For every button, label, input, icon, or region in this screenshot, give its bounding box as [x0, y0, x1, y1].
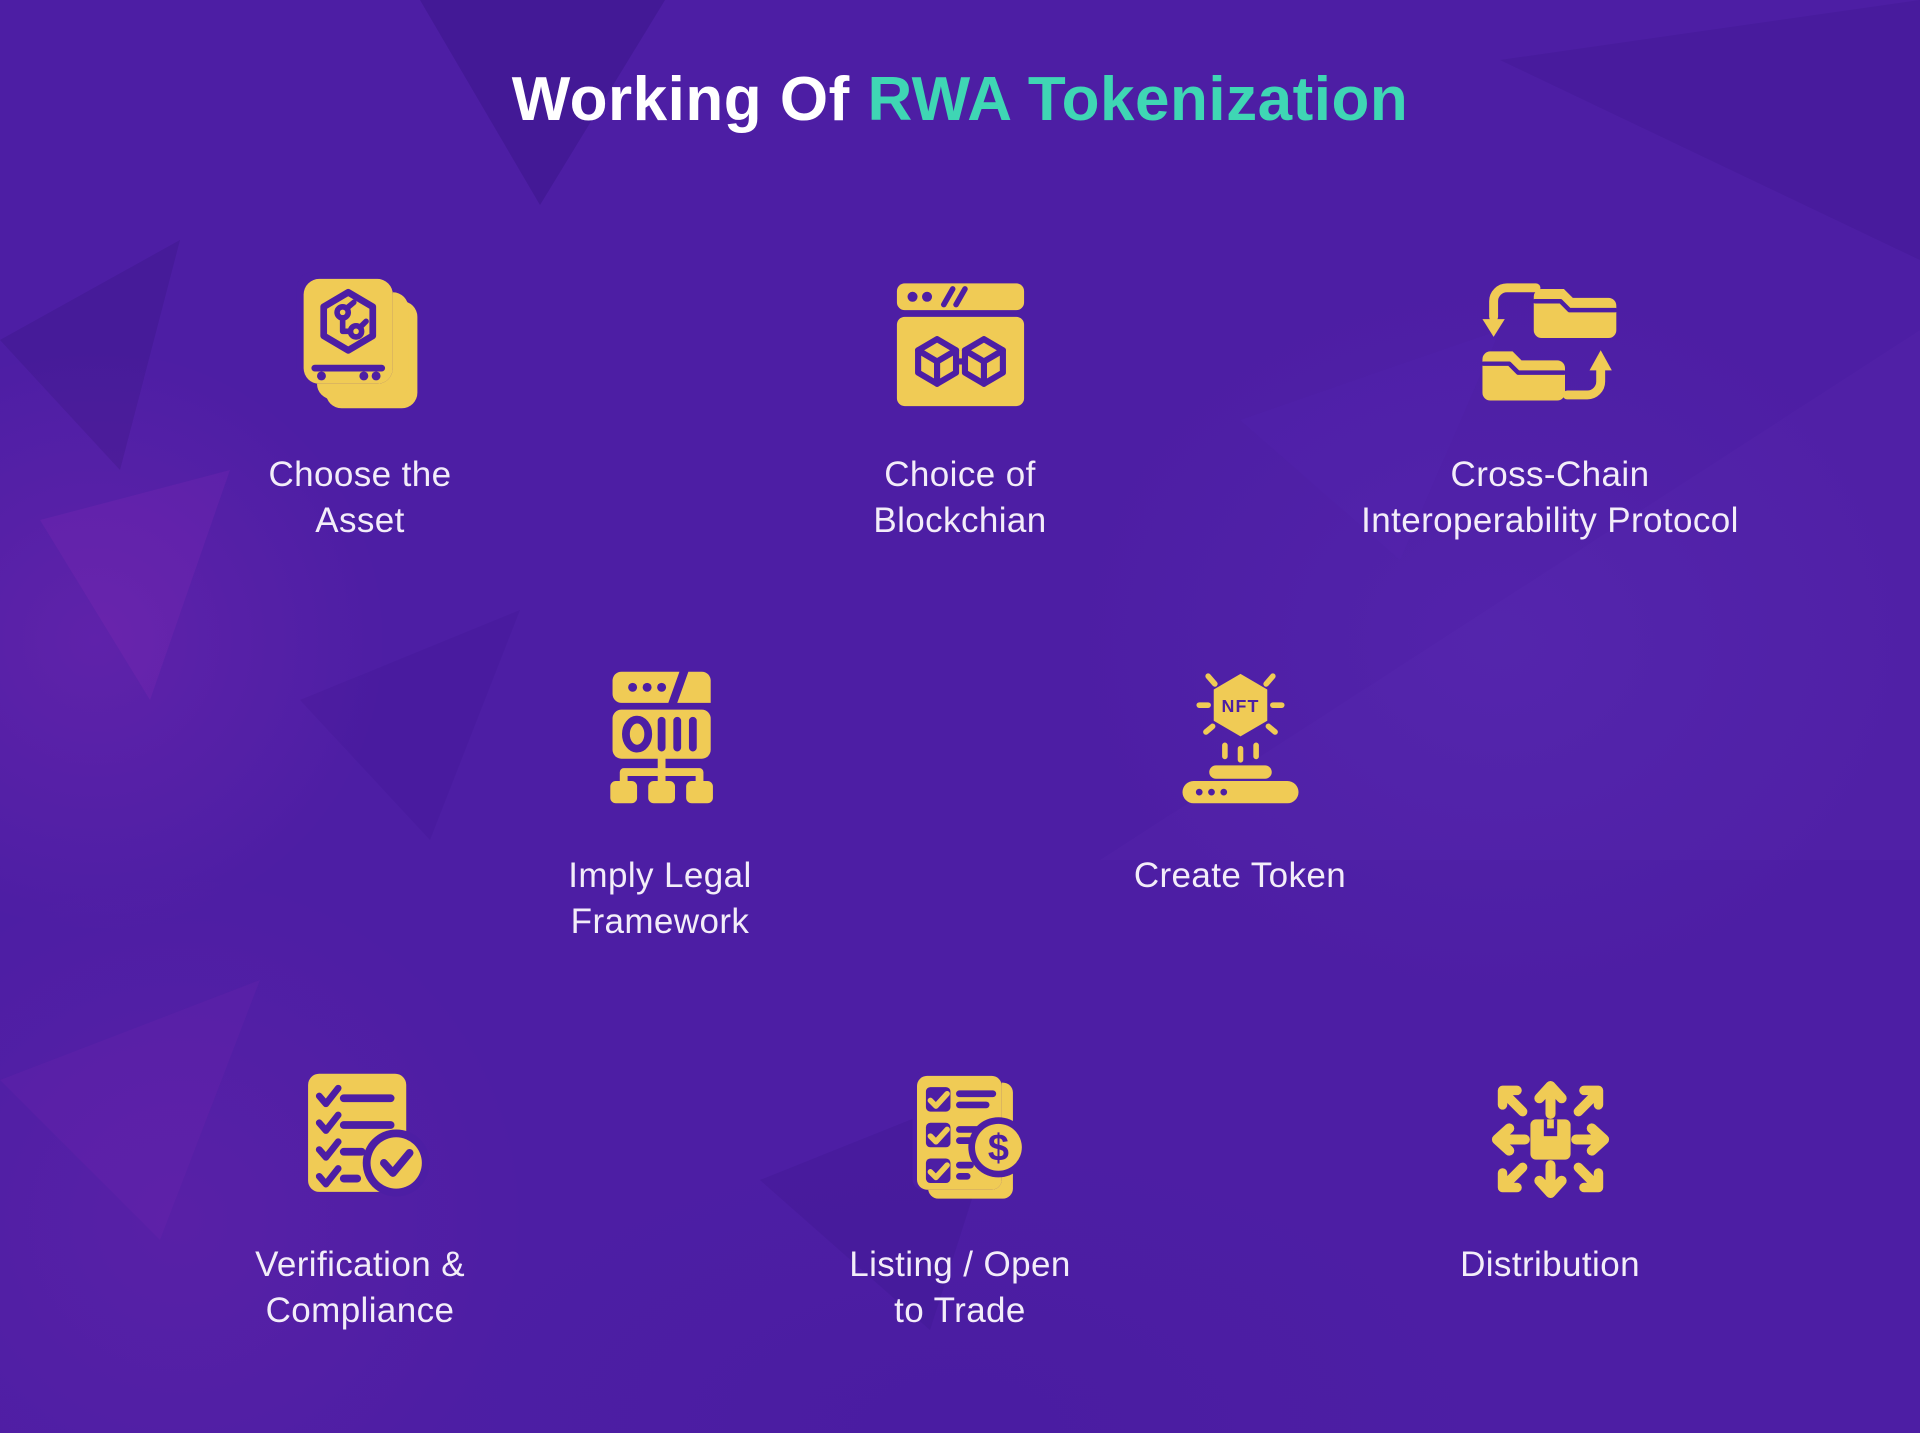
- folder-exchange-icon: [1478, 265, 1623, 420]
- asset-cards-icon: [288, 265, 433, 420]
- checklist-verified-icon: [288, 1062, 433, 1217]
- step-label: Distribution: [1460, 1245, 1640, 1284]
- step-label: Choose the Asset: [268, 455, 452, 540]
- step-choose-asset: Choose the Asset: [40, 265, 680, 544]
- step-label: Verification & Compliance: [255, 1245, 465, 1330]
- step-imply-legal-framework: Imply Legal Framework: [340, 660, 980, 945]
- title-prefix: Working Of: [511, 65, 850, 134]
- step-listing-open-to-trade: $ Listing / Open to Trade: [640, 1062, 1280, 1334]
- title-highlight: RWA Tokenization: [867, 65, 1409, 134]
- svg-text:$: $: [987, 1128, 1008, 1170]
- checklist-dollar-icon: $: [888, 1062, 1033, 1217]
- step-verification-compliance: Verification & Compliance: [40, 1062, 680, 1334]
- step-label: Create Token: [1133, 856, 1347, 895]
- svg-text:NFT: NFT: [1221, 696, 1259, 716]
- step-label: Listing / Open to Trade: [849, 1245, 1071, 1330]
- step-distribution: Distribution: [1230, 1062, 1870, 1288]
- step-label: Choice of Blockchian: [873, 455, 1047, 540]
- step-create-token: NFT Create Token: [920, 660, 1560, 899]
- nft-hologram-icon: NFT: [1168, 660, 1313, 815]
- step-cross-chain-interoperability: Cross-Chain Interoperability Protocol: [1230, 265, 1870, 544]
- step-label: Imply Legal Framework: [568, 856, 752, 941]
- step-label: Cross-Chain Interoperability Protocol: [1361, 455, 1739, 540]
- step-choice-of-blockchain: Choice of Blockchian: [640, 265, 1280, 544]
- server-network-icon: [588, 660, 733, 815]
- package-arrows-icon: [1478, 1062, 1623, 1217]
- blockchain-browser-icon: [888, 265, 1033, 420]
- page-title: Working Of RWA Tokenization: [0, 64, 1920, 135]
